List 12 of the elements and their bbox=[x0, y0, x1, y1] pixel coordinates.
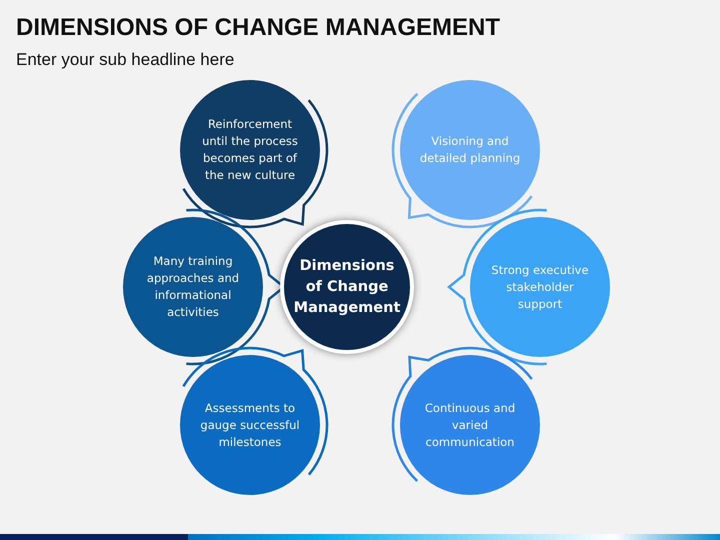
title: DIMENSIONS OF CHANGE MANAGEMENT bbox=[16, 14, 500, 42]
circle-text: Assessments to gauge successful milestones bbox=[199, 400, 301, 450]
circle-text: Strong executive stakeholder support bbox=[490, 262, 590, 312]
circle-text: Continuous and varied communication bbox=[424, 400, 516, 450]
topic-circle bbox=[123, 217, 263, 357]
center-circle bbox=[280, 220, 414, 354]
topic-circle bbox=[470, 217, 610, 357]
circle-text: Visioning and detailed planning bbox=[418, 133, 522, 167]
subtitle: Enter your sub headline here bbox=[16, 50, 234, 70]
circle-text: Reinforcement until the process becomes part of the new culture bbox=[201, 116, 299, 184]
circle-text: Many training approaches and informational activities bbox=[146, 253, 240, 321]
circle-text: Dimensions of Change Management bbox=[292, 256, 402, 318]
